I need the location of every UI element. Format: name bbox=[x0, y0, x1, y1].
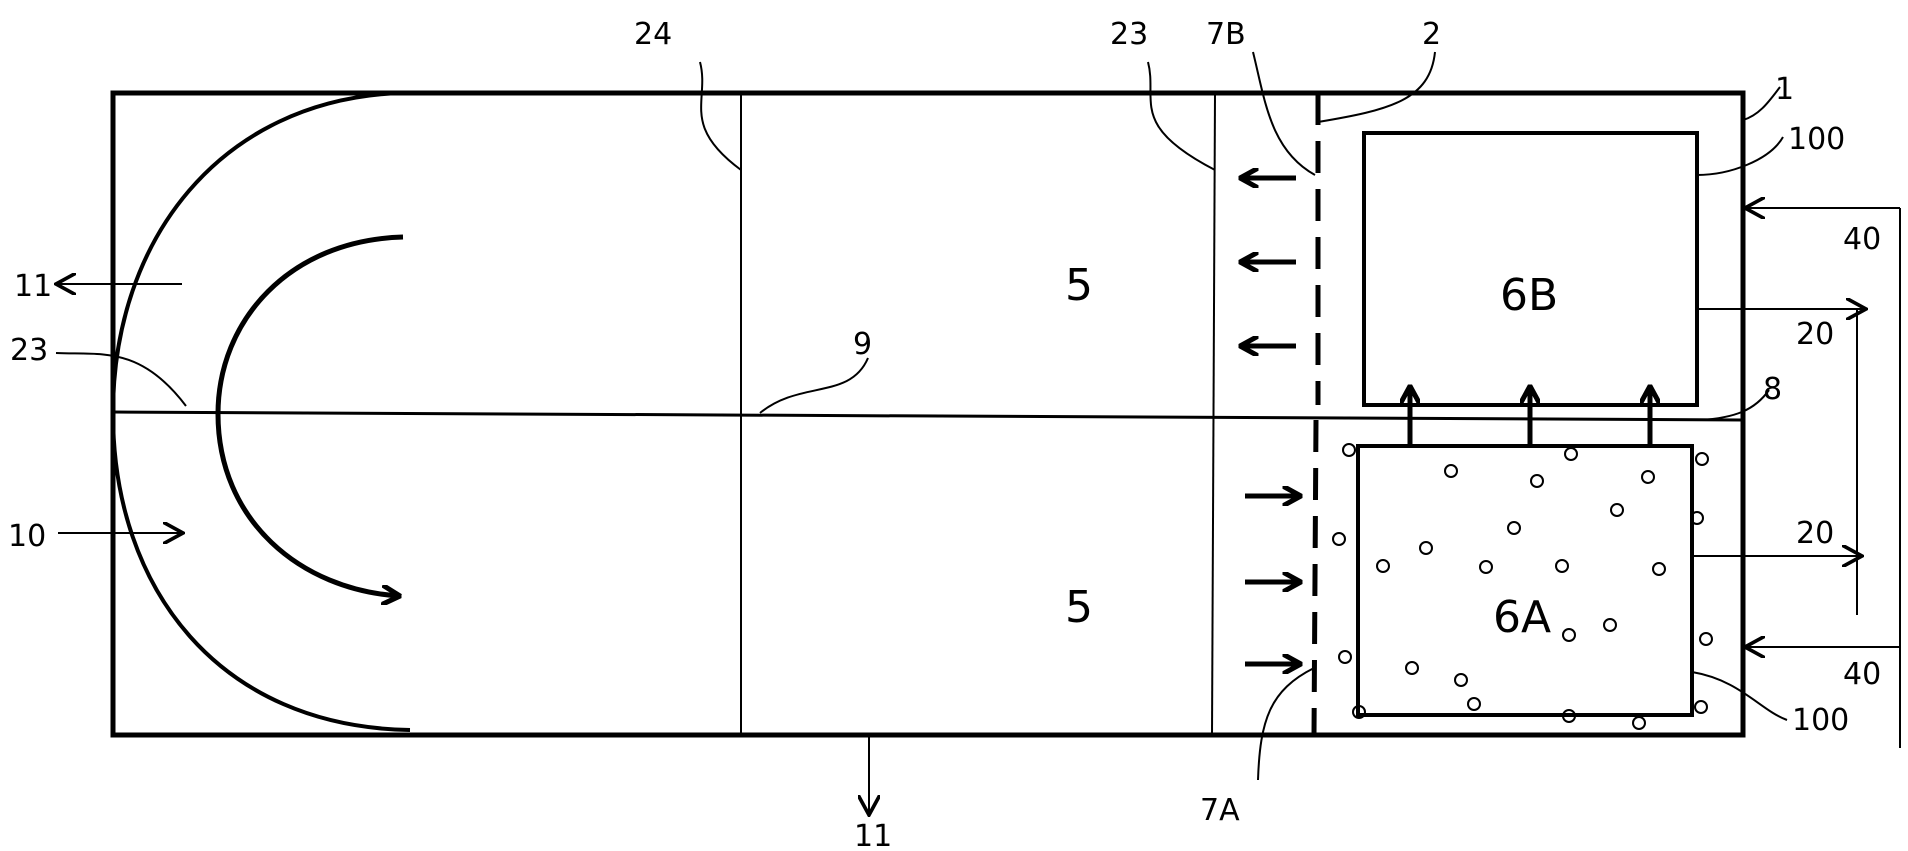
label-1: 1 bbox=[1775, 72, 1794, 107]
center-partition bbox=[112, 410, 1744, 422]
leader-8 bbox=[1699, 389, 1770, 421]
partition-23 bbox=[1211, 92, 1216, 736]
unit-6B bbox=[1362, 131, 1699, 407]
leader-lines bbox=[55, 51, 1788, 781]
leader-2 bbox=[1317, 51, 1436, 123]
screen-7A bbox=[1311, 419, 1319, 736]
leader-1 bbox=[1742, 86, 1781, 121]
flow-rotation-arrow bbox=[215, 234, 404, 596]
label-6B: 6B bbox=[1500, 270, 1558, 321]
label-5-top: 5 bbox=[1065, 260, 1093, 311]
label-20-bottom: 20 bbox=[1796, 516, 1834, 551]
label-40-top: 40 bbox=[1843, 222, 1881, 257]
label-7B: 7B bbox=[1206, 17, 1246, 52]
label-100-top: 100 bbox=[1788, 122, 1845, 157]
leader-100-top bbox=[1696, 136, 1784, 176]
label-6A: 6A bbox=[1493, 592, 1551, 643]
unit-6A bbox=[1356, 444, 1694, 717]
label-20-top: 20 bbox=[1796, 317, 1834, 352]
label-23-top: 23 bbox=[1110, 17, 1148, 52]
media-particles bbox=[1332, 443, 1713, 730]
label-7A: 7A bbox=[1200, 793, 1240, 828]
label-2: 2 bbox=[1422, 17, 1441, 52]
leader-23-top bbox=[1147, 61, 1216, 171]
label-100-bottom: 100 bbox=[1792, 703, 1849, 738]
label-23-left: 23 bbox=[10, 333, 48, 368]
label-9: 9 bbox=[853, 327, 872, 362]
leader-24 bbox=[699, 61, 742, 171]
leader-23-left bbox=[55, 352, 187, 407]
leader-100-bottom bbox=[1691, 671, 1788, 721]
leader-7A bbox=[1257, 667, 1315, 781]
label-11-bottom: 11 bbox=[854, 819, 892, 851]
label-5-bottom: 5 bbox=[1065, 582, 1093, 633]
label-11-left: 11 bbox=[14, 269, 52, 304]
leader-7B bbox=[1252, 51, 1316, 176]
label-10: 10 bbox=[8, 519, 46, 554]
label-24: 24 bbox=[634, 17, 672, 52]
leader-9 bbox=[759, 357, 869, 414]
label-40-bottom: 40 bbox=[1843, 657, 1881, 692]
label-8: 8 bbox=[1763, 372, 1782, 407]
